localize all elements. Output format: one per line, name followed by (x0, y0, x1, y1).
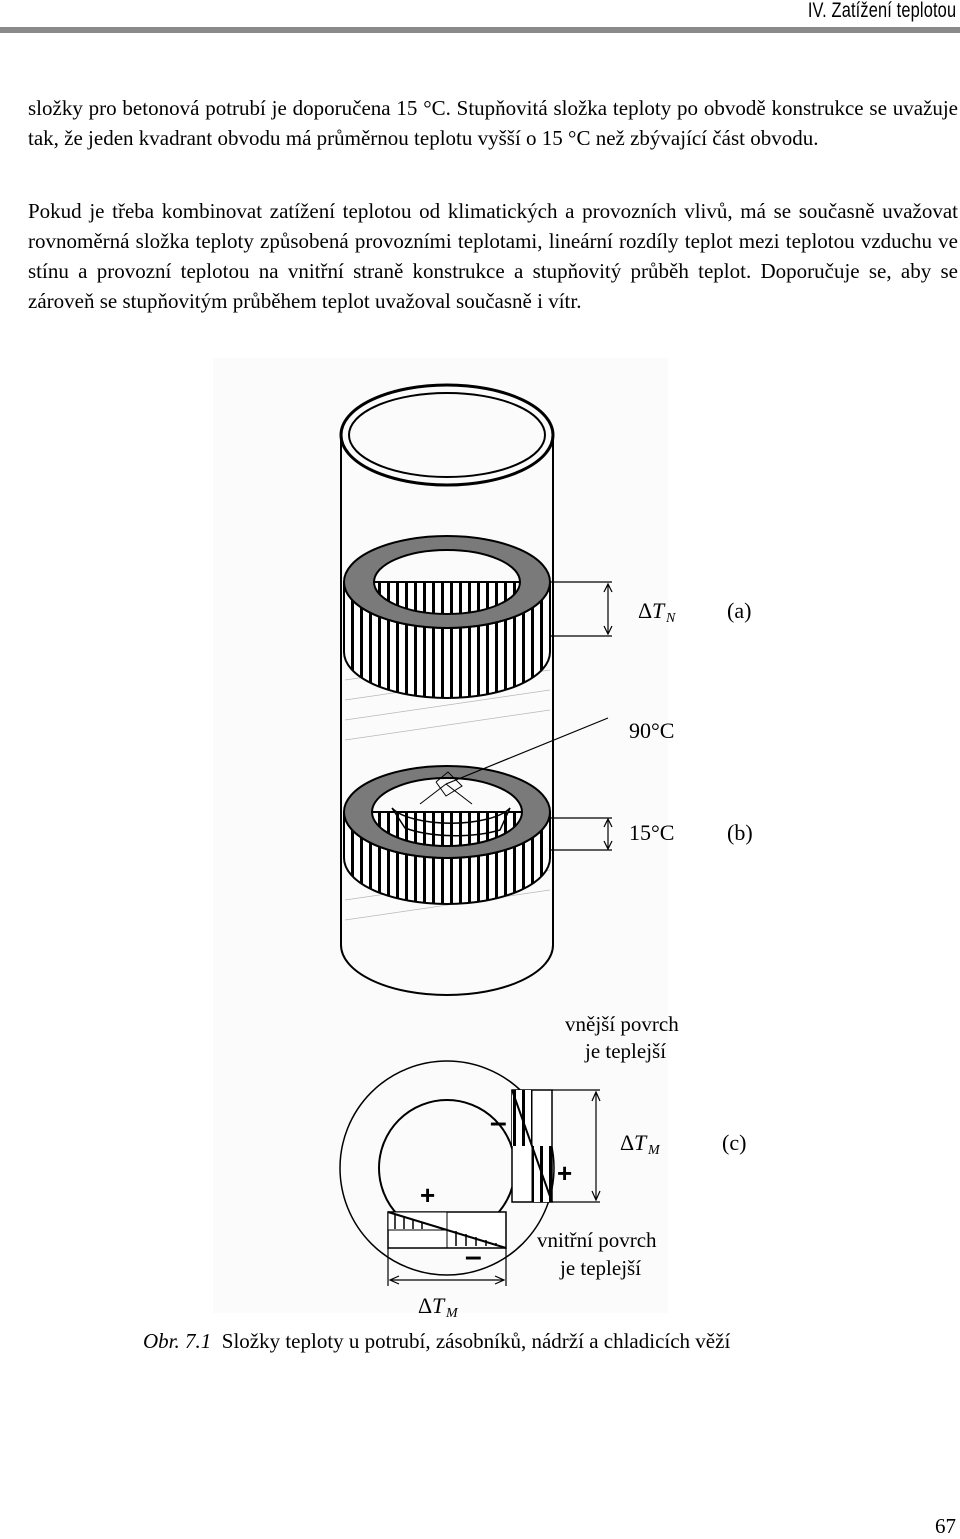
tube-cylinder (339, 383, 555, 996)
outer-surface-line2: je teplejší (584, 1039, 666, 1063)
figure-caption: Obr. 7.1 Složky teploty u potrubí, zásob… (143, 1329, 730, 1354)
inner-surface-line1: vnitřní povrch (537, 1228, 657, 1252)
delta-tm-right-var: T (634, 1130, 648, 1155)
minus-sign-bottom: – (465, 1240, 482, 1273)
delta-tn-delta: Δ (638, 598, 652, 623)
plus-sign-right: + (557, 1158, 572, 1188)
paragraph-1: složky pro betonová potrubí je doporučen… (28, 96, 958, 150)
dimension-lines (550, 581, 613, 851)
page-number: 67 (935, 1514, 956, 1538)
label-15c: 15°C (629, 820, 674, 845)
delta-tm-right-delta: Δ (620, 1130, 634, 1155)
figure-caption-text: Složky teploty u potrubí, zásobníků, nád… (221, 1329, 731, 1353)
paragraph-2: Pokud je třeba kombinovat zatížení teplo… (28, 199, 958, 313)
delta-tm-bottom-var: T (432, 1293, 446, 1318)
inner-surface-line2: je teplejší (559, 1256, 641, 1280)
label-b: (b) (727, 820, 753, 845)
delta-tm-bottom-sub: M (445, 1306, 459, 1321)
horizontal-section (387, 1211, 507, 1286)
delta-tn-sub: N (665, 611, 676, 626)
label-c: (c) (722, 1130, 746, 1155)
minus-sign-top: – (490, 1106, 507, 1139)
delta-tm-bottom-delta: Δ (418, 1293, 432, 1318)
delta-tm-right-sub: M (647, 1143, 661, 1158)
upper-ring (342, 535, 552, 699)
delta-tn-var: T (652, 598, 666, 623)
plus-sign-left: + (420, 1180, 435, 1210)
label-a: (a) (727, 598, 751, 623)
label-90c: 90°C (629, 718, 674, 743)
header-rule (0, 27, 960, 33)
figure-number: Obr. 7.1 (143, 1329, 212, 1353)
vertical-section (511, 1089, 601, 1203)
outer-surface-line1: vnější povrch (565, 1012, 679, 1036)
lower-ring (342, 717, 609, 905)
running-header: IV. Zatížení teplotou (807, 0, 956, 22)
